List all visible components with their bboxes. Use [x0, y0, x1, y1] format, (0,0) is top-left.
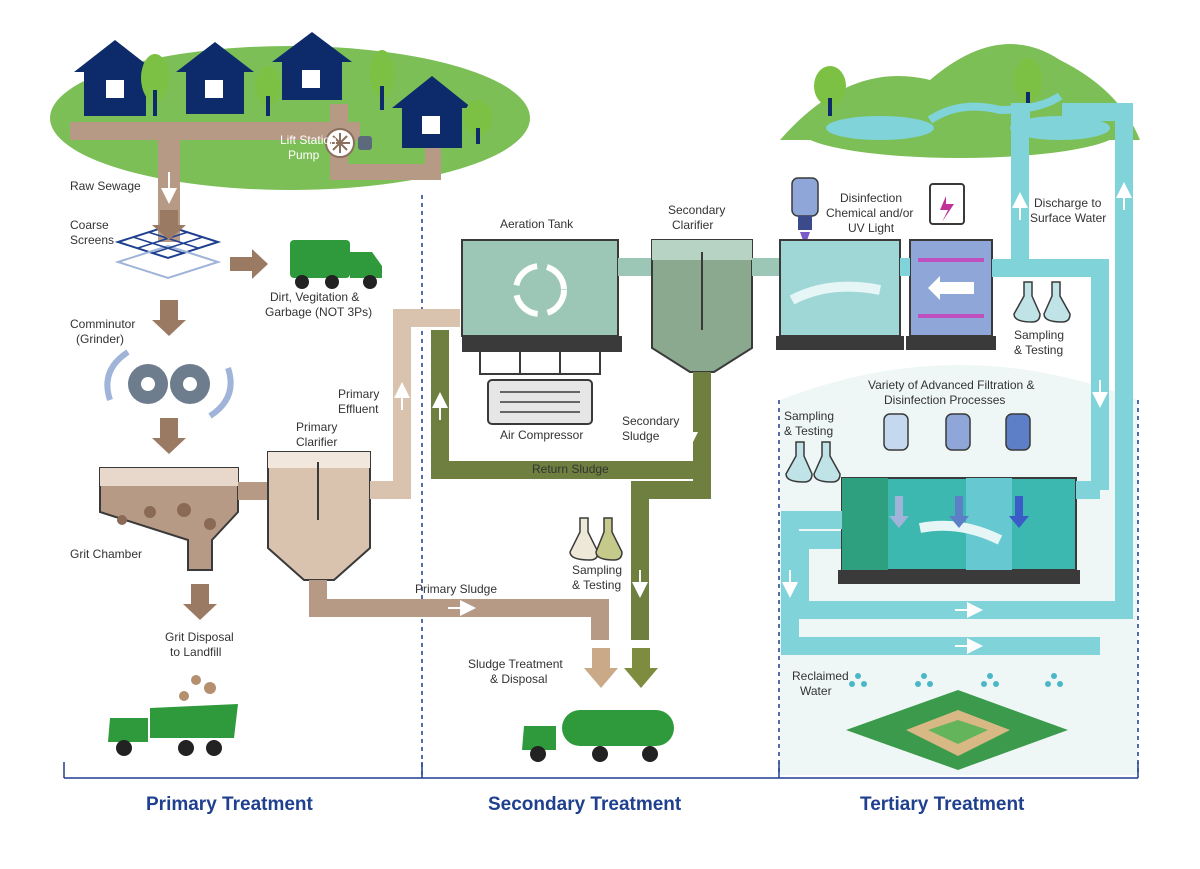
grit-disposal-label-line1: Grit Disposal: [165, 630, 234, 644]
tree-icon: [1014, 58, 1042, 112]
secondary-sludge-label-line1: Secondary: [622, 414, 679, 428]
sprinkler-icon: [849, 673, 1063, 687]
dosing-bottles-icon: [883, 413, 1031, 451]
sampling-testing-secondary-line1: Sampling: [572, 563, 622, 577]
neighborhood: Lift Station Pump: [50, 32, 530, 242]
grit-chamber-label: Grit Chamber: [70, 547, 142, 561]
tree-icon: [464, 100, 492, 144]
dump-truck-icon: [108, 675, 238, 756]
coarse-screens-label-line2: Screens: [70, 233, 114, 247]
sludge-treatment-label-line2: & Disposal: [490, 672, 547, 686]
chemical-dispenser-icon: [791, 177, 819, 246]
lift-station-label-line2: Pump: [288, 148, 320, 162]
sampling-flasks-icon: [1013, 281, 1071, 323]
disinfection-label-line3: UV Light: [848, 221, 895, 235]
baseball-field-icon: [846, 690, 1068, 770]
air-compressor-icon: [487, 379, 593, 425]
reclaimed-water-label-line2: Water: [800, 684, 832, 698]
sampling-testing-advanced-line1: Sampling: [784, 409, 834, 423]
primary-effluent-label-line1: Primary: [338, 387, 379, 401]
tree-icon: [370, 50, 394, 110]
sampling-testing-advanced-line2: & Testing: [784, 424, 833, 438]
secondary-clarifier-label-line1: Secondary: [668, 203, 725, 217]
sampling-flasks-icon: [569, 517, 623, 561]
grit-disposal-label-line2: to Landfill: [170, 645, 221, 659]
sampling-testing-secondary-line2: & Testing: [572, 578, 621, 592]
secondary-clarifier-icon: [651, 239, 753, 373]
disinfection-label-line2: Chemical and/or: [826, 206, 913, 220]
primary-clarifier-label-line1: Primary: [296, 420, 337, 434]
comminutor-label-line1: Comminutor: [70, 317, 135, 331]
primary-effluent-label-line2: Effluent: [338, 402, 379, 416]
house-icon: [176, 42, 254, 114]
primary-sludge-label: Primary Sludge: [415, 582, 497, 596]
lift-station-pump-icon: [325, 128, 372, 158]
tanker-truck-icon: [522, 710, 674, 762]
garbage-truck-icon: [290, 240, 382, 289]
uv-tank-icon: [906, 239, 996, 350]
coarse-screens-icon: [114, 224, 222, 280]
air-compressor-label: Air Compressor: [500, 428, 583, 442]
dirt-label-line1: Dirt, Vegitation &: [270, 290, 359, 304]
section-dividers: [63, 195, 1139, 779]
primary-process: Raw Sewage Coarse Screens Dirt, Vegitati…: [70, 165, 609, 756]
aeration-tank-label: Aeration Tank: [500, 217, 574, 231]
tree-icon: [256, 66, 280, 116]
sludge-treatment-label-line1: Sludge Treatment: [468, 657, 563, 671]
primary-clarifier-icon: [267, 451, 371, 581]
tree-icon: [814, 66, 846, 116]
tertiary-process: Disinfection Chemical and/or UV Light Di…: [776, 44, 1140, 770]
aeration-tank-icon: [461, 239, 622, 375]
sampling-flasks-icon: [785, 441, 841, 483]
comminutor-label-line2: (Grinder): [76, 332, 124, 346]
secondary-clarifier-label-line2: Clarifier: [672, 218, 713, 232]
dirt-label-line2: Garbage (NOT 3Ps): [265, 305, 372, 319]
advanced-label-line1: Variety of Advanced Filtration &: [868, 378, 1035, 392]
tree-icon: [141, 54, 169, 116]
section-title-secondary: Secondary Treatment: [488, 794, 682, 815]
advanced-filtration-tank-icon: [838, 477, 1080, 584]
grit-chamber-icon: [99, 467, 239, 571]
reclaimed-water-label-line1: Reclaimed: [792, 669, 849, 683]
comminutor-gears-icon: [104, 349, 234, 419]
uv-control-icon: [929, 183, 965, 225]
house-icon: [74, 40, 156, 116]
landscape-hills: [780, 44, 1140, 158]
raw-sewage-label: Raw Sewage: [70, 179, 141, 193]
lift-station-label-line1: Lift Station: [280, 133, 337, 147]
secondary-process: Aeration Tank Air Compressor Secondary C…: [431, 203, 780, 762]
advanced-label-line2: Disinfection Processes: [884, 393, 1005, 407]
return-sludge-label: Return Sludge: [532, 462, 609, 476]
sampling-testing-tertiary-line2: & Testing: [1014, 343, 1063, 357]
coarse-screens-label-line1: Coarse: [70, 218, 109, 232]
house-icon: [272, 32, 352, 100]
sampling-testing-tertiary-line1: Sampling: [1014, 328, 1064, 342]
primary-clarifier-label-line2: Clarifier: [296, 435, 337, 449]
chemical-tank-icon: [776, 239, 904, 350]
discharge-label-line2: Surface Water: [1030, 211, 1106, 225]
discharge-label-line1: Discharge to: [1034, 196, 1102, 210]
section-title-tertiary: Tertiary Treatment: [860, 794, 1025, 815]
house-icon: [392, 76, 472, 148]
secondary-sludge-label-line2: Sludge: [622, 429, 660, 443]
section-title-primary: Primary Treatment: [146, 794, 314, 815]
disinfection-label-line1: Disinfection: [840, 191, 902, 205]
